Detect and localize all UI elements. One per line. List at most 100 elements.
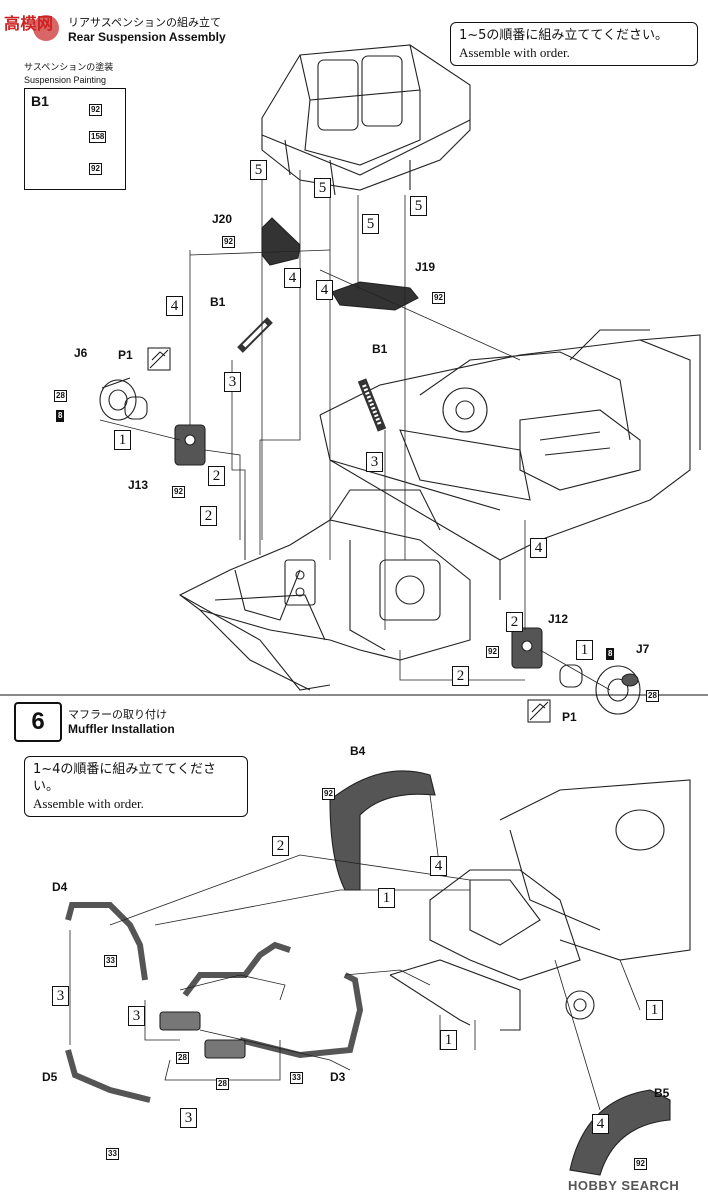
step5-guide-lines xyxy=(99,170,611,691)
watermark-bottom-right: HOBBY SEARCH xyxy=(568,1178,680,1193)
step5-order-4b: 4 xyxy=(166,296,183,316)
step5-title: リアサスペンションの組み立て Rear Suspension Assembly xyxy=(68,16,226,44)
b4-fender-drawing xyxy=(329,770,436,891)
step6-chassis-drawing xyxy=(389,779,691,1031)
painting-part-label: B1 xyxy=(31,93,49,109)
step6-order-3a: 3 xyxy=(52,986,69,1006)
step6-order-4b: 4 xyxy=(592,1114,609,1134)
part-label-d3: D3 xyxy=(330,1070,346,1084)
step6-order-3c: 3 xyxy=(180,1108,197,1128)
code-muffler-right: 28 xyxy=(216,1078,229,1090)
part-label-d5: D5 xyxy=(42,1070,58,1084)
p1-bushing-lower-drawing xyxy=(559,664,583,688)
part-label-j19: J19 xyxy=(415,260,436,274)
step5-title-en: Rear Suspension Assembly xyxy=(68,30,226,44)
painting-box: B1 92 158 92 xyxy=(24,88,126,190)
part-label-j12: J12 xyxy=(548,612,569,626)
step5-order-3a: 3 xyxy=(224,372,241,392)
logo-circle xyxy=(33,15,59,41)
painting-title-jp: サスペンションの塗装 xyxy=(24,63,114,73)
step6-order-note: 1~4の順番に組み立ててください。 Assemble with order. xyxy=(24,756,248,817)
b1-shock-middle-drawing xyxy=(357,378,387,432)
step6-order-3b: 3 xyxy=(128,1006,145,1026)
part-label-d4: D4 xyxy=(52,880,68,894)
d4-pipe-drawing xyxy=(65,902,148,981)
code-j7-28: 28 xyxy=(646,690,659,702)
step5-order-1a: 1 xyxy=(114,430,131,450)
step6-order-2: 2 xyxy=(272,836,289,856)
part-label-b4: B4 xyxy=(350,744,366,758)
code-j19: 92 xyxy=(432,292,445,304)
step5-order-5c: 5 xyxy=(362,214,379,234)
step5-order-en: Assemble with order. xyxy=(459,45,570,60)
part-label-p1-upper: P1 xyxy=(118,348,133,362)
painting-title-en: Suspension Painting xyxy=(24,75,107,85)
painting-title: サスペンションの塗装 Suspension Painting xyxy=(24,62,113,86)
code-j20: 92 xyxy=(222,236,235,248)
j12-upright-drawing xyxy=(511,627,543,669)
step6-title: マフラーの取り付け Muffler Installation xyxy=(68,708,175,736)
painting-code-2: 158 xyxy=(89,131,107,143)
step5-order-3b: 3 xyxy=(366,452,383,472)
step5-order-4d: 4 xyxy=(530,538,547,558)
step6-order-1a: 1 xyxy=(378,888,395,908)
step6-title-jp: マフラーの取り付け xyxy=(68,708,167,721)
j20-arm-drawing xyxy=(261,217,301,266)
j6-hub-drawing xyxy=(99,377,137,421)
step5-order-2d: 2 xyxy=(452,666,469,686)
muffler-tip-left-drawing xyxy=(159,1011,201,1031)
step6-order-1c: 1 xyxy=(646,1000,663,1020)
step5-order-5b: 5 xyxy=(314,178,331,198)
step5-order-jp: 1~5の順番に組み立ててください。 xyxy=(459,28,669,43)
painting-code-3: 92 xyxy=(89,163,102,175)
part-label-b5: B5 xyxy=(654,1086,670,1100)
code-j12: 92 xyxy=(486,646,499,658)
d5-pipe-drawing xyxy=(65,1049,151,1103)
code-j13: 92 xyxy=(172,486,185,498)
no-glue-icon xyxy=(147,347,171,371)
part-label-b1-middle: B1 xyxy=(372,342,388,356)
code-d5: 33 xyxy=(106,1148,119,1160)
step5-order-2b: 2 xyxy=(200,506,217,526)
rear-subframe-drawing xyxy=(178,489,471,691)
code-d4: 33 xyxy=(104,955,117,967)
code-d3: 33 xyxy=(290,1072,303,1084)
b5-fender-drawing xyxy=(569,1089,671,1176)
step6-number: 6 xyxy=(14,702,62,742)
step5-order-2a: 2 xyxy=(208,466,225,486)
code-b5: 92 xyxy=(634,1158,647,1170)
step6-title-en: Muffler Installation xyxy=(68,722,175,736)
muffler-tip-right-drawing xyxy=(204,1039,246,1059)
code-j6-8: 8 xyxy=(56,410,65,422)
d3-pipe-drawing xyxy=(182,941,364,1059)
p1-bushing-upper-drawing xyxy=(124,396,148,420)
part-label-j6: J6 xyxy=(74,346,88,360)
step5-title-jp: リアサスペンションの組み立て xyxy=(68,16,222,29)
step5-order-1b: 1 xyxy=(576,640,593,660)
part-label-j13: J13 xyxy=(128,478,149,492)
code-j7-8: 8 xyxy=(606,648,615,660)
step5-order-2c: 2 xyxy=(506,612,523,632)
part-label-j20: J20 xyxy=(212,212,233,226)
part-label-j7: J7 xyxy=(636,642,650,656)
watermark-top-left: 高模网 xyxy=(4,14,54,33)
j13-upright-drawing xyxy=(174,424,206,466)
step6-order-jp: 1~4の順番に組み立ててください。 xyxy=(33,762,217,794)
no-glue-icon-lower xyxy=(527,699,551,723)
part-label-b1-upper: B1 xyxy=(210,295,226,309)
j19-arm-drawing xyxy=(331,281,419,311)
rear-frame-top-drawing xyxy=(261,44,471,196)
step6-order-4a: 4 xyxy=(430,856,447,876)
code-muffler-left: 28 xyxy=(176,1052,189,1064)
step5-order-4c: 4 xyxy=(316,280,333,300)
step5-order-5d: 5 xyxy=(410,196,427,216)
code-b4: 92 xyxy=(322,788,335,800)
step6-order-1b: 1 xyxy=(440,1030,457,1050)
step5-order-5a: 5 xyxy=(250,160,267,180)
painting-code-1: 92 xyxy=(89,104,102,116)
step5-order-4a: 4 xyxy=(284,268,301,288)
part-label-p1-lower: P1 xyxy=(562,710,577,724)
code-j6-28: 28 xyxy=(54,390,67,402)
j7-disc-drawing xyxy=(595,665,641,715)
b1-shock-upper-drawing xyxy=(237,317,273,353)
